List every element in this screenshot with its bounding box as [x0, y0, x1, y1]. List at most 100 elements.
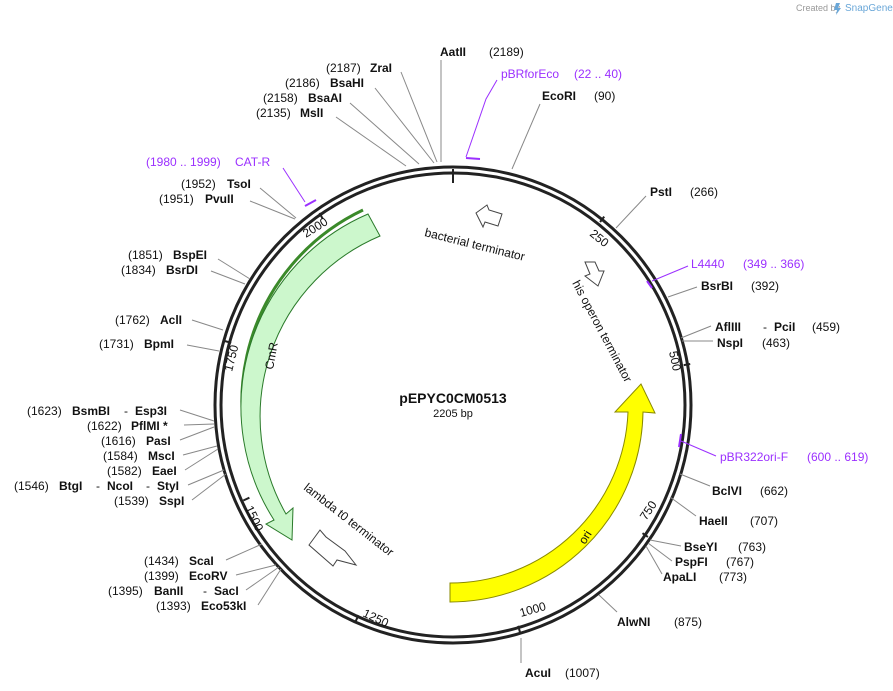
site-zrai[interactable]: (2187) ZraI [326, 61, 438, 163]
primer-pbrforeco[interactable]: pBRforEco (22 .. 40) [465, 67, 622, 160]
tick-1500 [242, 496, 250, 502]
site-afliii[interactable]: AflIII - PciI (459) [680, 320, 840, 339]
plasmid-name: pEPYC0CM0513 [399, 390, 507, 406]
site-banii-pos: (1395) [108, 584, 143, 598]
site-btgi-name: BtgI [59, 479, 82, 493]
tick-250 [599, 215, 605, 223]
site-sspi-leader [191, 473, 227, 501]
site-btgi-name3: StyI [157, 479, 179, 493]
primer-l4440[interactable]: L4440 (349 .. 366) [646, 257, 804, 289]
site-pasi-pos: (1616) [101, 434, 136, 448]
site-msci-pos: (1584) [103, 449, 138, 463]
site-apali[interactable]: ApaLI (773) [645, 545, 747, 584]
site-msli[interactable]: (2135) MslI [256, 106, 407, 167]
site-bspei[interactable]: (1851) BspEI [128, 248, 251, 280]
site-btgi[interactable]: (1546) BtgI - NcoI - StyI [14, 469, 225, 493]
site-pvuii-leader [249, 200, 296, 220]
primer-catr[interactable]: (1980 .. 1999) CAT-R [146, 155, 317, 207]
tick-label-1750: 1750 [221, 343, 241, 373]
cmr-feature[interactable] [240, 213, 381, 541]
ori-label: ori [576, 528, 595, 547]
site-pspfi[interactable]: PspFI (767) [647, 542, 754, 569]
site-eco53ki-pos: (1393) [156, 599, 191, 613]
site-aatii[interactable]: AatII (2189) [440, 45, 524, 162]
site-tsoi-pos: (1952) [181, 177, 216, 191]
site-msci-leader [182, 445, 218, 456]
lambda-terminator-feature[interactable] [308, 529, 358, 567]
site-alwni-name: AlwNI [617, 615, 650, 629]
site-bseyi[interactable]: BseYI (763) [649, 539, 766, 554]
site-ecori-pos: (90) [594, 89, 615, 103]
site-acui-pos: (1007) [565, 666, 600, 680]
site-eco53ki-leader [257, 568, 282, 606]
site-bsrdi[interactable]: (1834) BsrDI [121, 263, 246, 285]
site-pflmi-leader [183, 423, 215, 426]
primer-l4440-name: L4440 [691, 257, 725, 271]
credit-text: Created by [796, 3, 841, 13]
site-psti[interactable]: PstI (266) [615, 185, 718, 229]
site-eco53ki[interactable]: (1393) Eco53kI [156, 568, 282, 613]
tick-750 [641, 532, 649, 538]
site-pasi-leader [179, 426, 215, 441]
site-psti-pos: (266) [690, 185, 718, 199]
bacterial-terminator-feature[interactable] [475, 204, 503, 229]
site-ecorv[interactable]: (1399) EcoRV [144, 564, 277, 583]
site-btgi-name2: NcoI [107, 479, 133, 493]
site-tsoi[interactable]: (1952) TsoI [181, 177, 297, 219]
primer-pbr322ori-range: (600 .. 619) [807, 450, 868, 464]
site-acli[interactable]: (1762) AclI [115, 313, 224, 331]
site-zrai-name: ZraI [370, 61, 392, 75]
site-acui[interactable]: AcuI (1007) [520, 638, 600, 680]
site-alwni-leader [598, 594, 618, 613]
site-bclvi[interactable]: BclVI (662) [679, 473, 788, 498]
site-nspi[interactable]: NspI (463) [682, 336, 790, 350]
site-bseyi-leader [649, 539, 682, 547]
site-msli-leader [335, 116, 407, 167]
site-eaei-pos: (1582) [107, 464, 142, 478]
credit-brand: SnapGene [845, 3, 893, 14]
site-zrai-leader [400, 71, 438, 163]
site-alwni[interactable]: AlwNI (875) [598, 594, 702, 629]
site-bsmbi[interactable]: (1623) BsmBI - Esp3I [27, 404, 215, 422]
site-bsrbi-name: BsrBI [701, 279, 733, 293]
site-eaei[interactable]: (1582) EaeI [107, 448, 219, 478]
tick-500 [683, 363, 691, 367]
site-ecori[interactable]: EcoRI (90) [511, 89, 615, 170]
site-bclvi-leader [679, 473, 711, 487]
site-afliii-name2: PciI [774, 320, 795, 334]
site-pvuii[interactable]: (1951) PvuII [159, 192, 296, 220]
site-haeii[interactable]: HaeII (707) [669, 496, 778, 528]
site-pflmi[interactable]: (1622) PflMI * [87, 419, 215, 433]
site-bsahi[interactable]: (2186) BsaHI [285, 76, 435, 164]
site-afliii-sep: - [763, 320, 767, 334]
site-pspfi-leader [647, 542, 673, 562]
ori-feature[interactable] [449, 383, 656, 603]
site-zrai-pos: (2187) [326, 61, 361, 75]
site-afliii-leader [680, 325, 712, 339]
site-pasi[interactable]: (1616) PasI [101, 426, 215, 448]
site-ecorv-name: EcoRV [189, 569, 227, 583]
site-nspi-pos: (463) [762, 336, 790, 350]
primer-catr-mark [304, 199, 317, 207]
site-bsmbi-leader [179, 409, 215, 422]
site-alwni-pos: (875) [674, 615, 702, 629]
site-apali-name: ApaLI [663, 570, 696, 584]
site-sspi[interactable]: (1539) SspI [114, 473, 227, 508]
site-aatii-name: AatII [440, 45, 466, 59]
his-terminator-feature[interactable] [583, 261, 605, 287]
site-bpmi[interactable]: (1731) BpmI [99, 337, 220, 352]
site-bpmi-pos: (1731) [99, 337, 134, 351]
site-btgi-sep2: - [146, 479, 150, 493]
site-pasi-name: PasI [146, 434, 171, 448]
site-bsrbi[interactable]: BsrBI (392) [667, 279, 779, 298]
primer-pbr322ori[interactable]: pBR322ori-F (600 .. 619) [678, 433, 868, 464]
site-bspei-leader [217, 258, 251, 280]
site-scai[interactable]: (1434) ScaI [144, 543, 263, 568]
site-banii[interactable]: (1395) BanII - SacI [108, 566, 280, 598]
site-msci[interactable]: (1584) MscI [103, 445, 218, 463]
plasmid-length: 2205 bp [433, 408, 473, 420]
site-bsaai[interactable]: (2158) BsaAI [263, 91, 420, 165]
site-scai-pos: (1434) [144, 554, 179, 568]
site-bpmi-leader [186, 344, 220, 352]
site-bspei-name: BspEI [173, 248, 207, 262]
